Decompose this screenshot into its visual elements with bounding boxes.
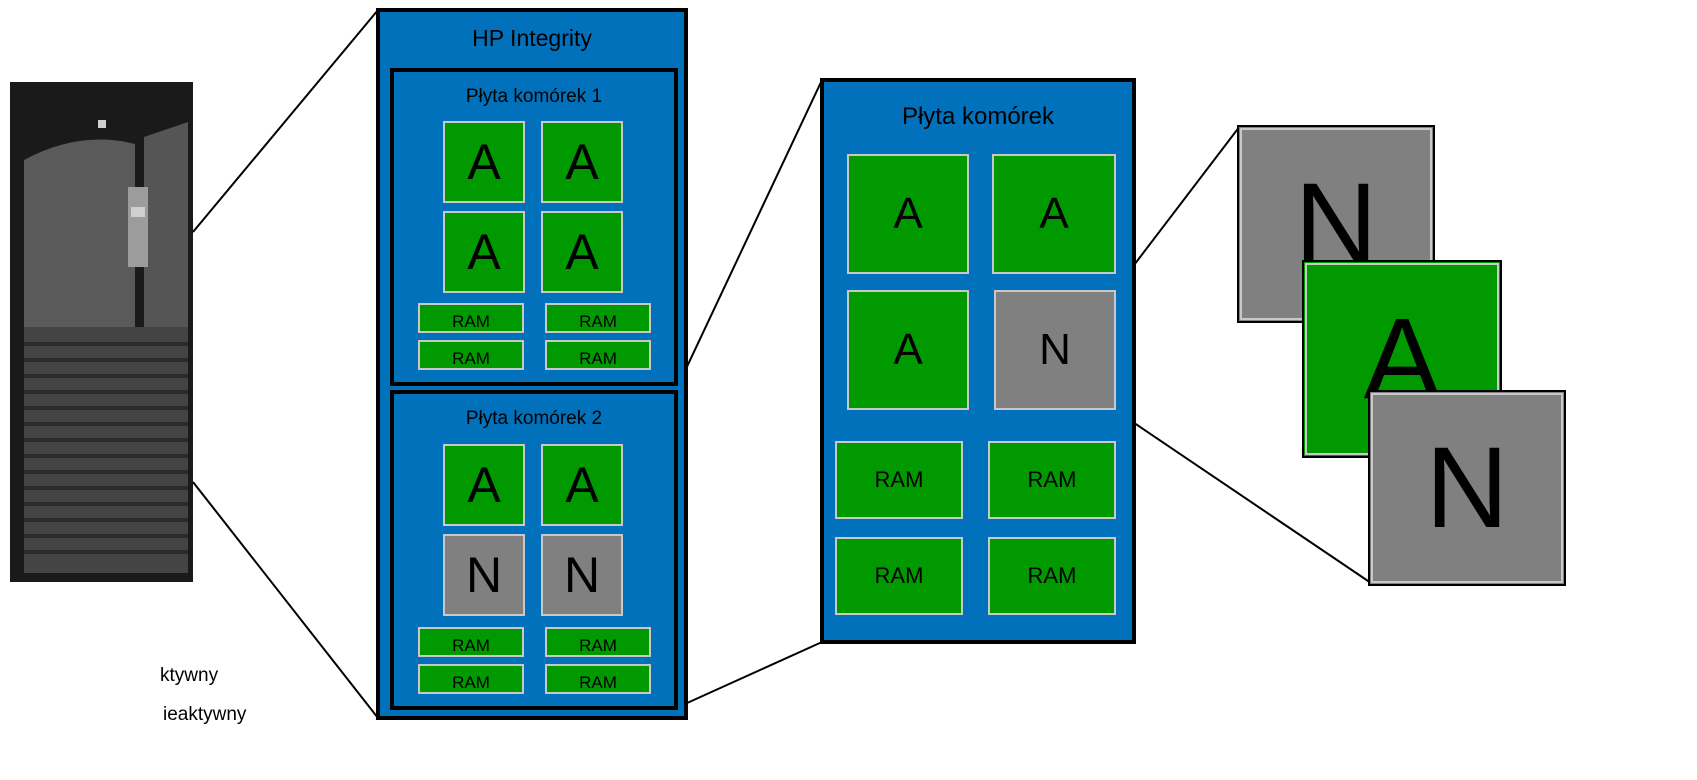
ram-module: RAM xyxy=(835,441,963,519)
ram-module: RAM xyxy=(545,340,651,370)
ram-module: RAM xyxy=(545,664,651,694)
ram-module: RAM xyxy=(418,664,524,694)
cpu-inactive: N xyxy=(994,290,1116,410)
cpu-inactive: N xyxy=(443,534,525,616)
cell-board-2 xyxy=(390,390,678,710)
cpu: A xyxy=(847,154,969,274)
cpu: A xyxy=(443,211,525,293)
stack-cpu-front: N xyxy=(1368,390,1566,586)
hp-integrity-title: HP Integrity xyxy=(472,25,592,51)
ram-module: RAM xyxy=(545,627,651,657)
cpu: A xyxy=(541,211,623,293)
cpu: A xyxy=(541,121,623,203)
cpu: A xyxy=(992,154,1116,274)
ram-module: RAM xyxy=(418,303,524,333)
server-photo xyxy=(10,82,193,582)
legend-inactive: ieaktywny xyxy=(163,704,247,725)
ram-module: RAM xyxy=(545,303,651,333)
ram-module: RAM xyxy=(988,537,1116,615)
legend-active: ktywny xyxy=(160,665,219,686)
cell-board-2-title: Płyta komórek 2 xyxy=(465,408,603,429)
cpu: A xyxy=(443,121,525,203)
cell-board-1-title: Płyta komórek 1 xyxy=(465,86,603,107)
server-cabinet-icon xyxy=(10,82,193,582)
cpu-inactive: N xyxy=(541,534,623,616)
ram-module: RAM xyxy=(418,340,524,370)
ram-module: RAM xyxy=(418,627,524,657)
ram-module: RAM xyxy=(988,441,1116,519)
detail-cell-board-title: Płyta komórek xyxy=(901,103,1055,130)
cell-board-1 xyxy=(390,68,678,386)
cpu: A xyxy=(443,444,525,526)
cpu: A xyxy=(541,444,623,526)
cpu: A xyxy=(847,290,969,410)
ram-module: RAM xyxy=(835,537,963,615)
